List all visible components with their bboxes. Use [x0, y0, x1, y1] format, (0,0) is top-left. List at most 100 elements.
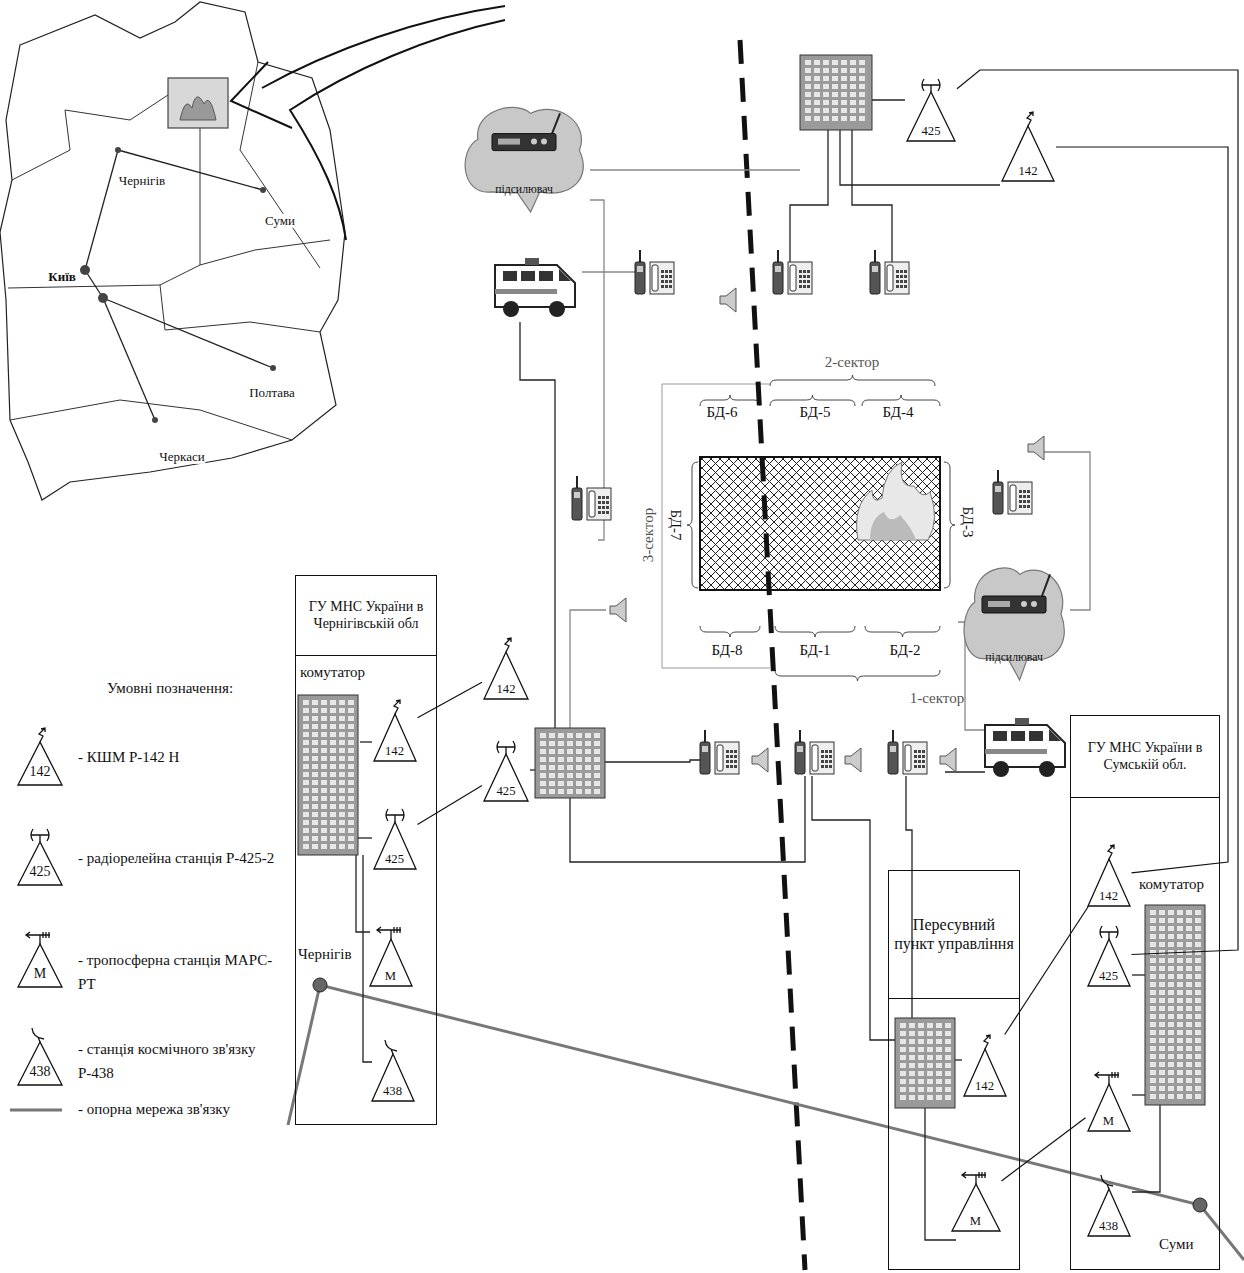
switchboard-key [1168, 990, 1174, 995]
switchboard-key [594, 781, 600, 786]
section-label: БД-1 [800, 642, 831, 659]
sector-bracket [775, 626, 855, 637]
switchboard-key [321, 780, 327, 785]
switchboard-key [945, 1031, 951, 1036]
switchboard-key [303, 788, 309, 793]
switchboard-key [1195, 1038, 1201, 1043]
site-fire-icon [180, 97, 216, 120]
switchboard-key [1159, 1030, 1165, 1035]
region-border [240, 150, 320, 268]
switchboard-key [927, 1031, 933, 1036]
switchboard-key [859, 60, 865, 65]
switchboard-key [832, 108, 838, 113]
switchboard-key [1195, 1062, 1201, 1067]
switchboard-key [330, 836, 336, 841]
vehicle-stripe [495, 289, 557, 294]
switchboard-key [1150, 998, 1156, 1003]
vehicle-stripe [985, 749, 1047, 754]
phone-key [900, 275, 903, 278]
switchboard-key [859, 100, 865, 105]
phone-key [1019, 500, 1022, 503]
phone-key [896, 270, 899, 273]
switchboard-key [936, 1047, 942, 1052]
switchboard-key [312, 764, 318, 769]
phone-handset [887, 265, 893, 291]
phone-key [829, 760, 832, 763]
switchboard-key [339, 804, 345, 809]
phone-key [726, 755, 729, 758]
wire-line [360, 741, 372, 742]
sector-label: 2-сектор [825, 354, 879, 371]
road-line [85, 150, 118, 270]
switchboard-key [594, 733, 600, 738]
antenna-symbol [1108, 845, 1114, 859]
field-telephone [903, 742, 927, 774]
switchboard-key [927, 1063, 933, 1068]
phone-key [807, 285, 810, 288]
switchboard-key [348, 844, 354, 849]
switchboard-key [321, 788, 327, 793]
switchboard-key [1177, 966, 1183, 971]
phone-key [734, 765, 737, 768]
phone-key [803, 275, 806, 278]
station-triangle [370, 939, 412, 986]
radio-body [635, 262, 645, 294]
switchboard-key [558, 749, 564, 754]
loudspeaker [845, 748, 861, 772]
switchboard-key [900, 1023, 906, 1028]
radio-body [700, 742, 710, 774]
legend-text: - станція космічного зв'язку Р-438 [78, 1041, 256, 1081]
section-label: БД-4 [883, 404, 914, 421]
station-triangle [1088, 859, 1130, 906]
switchboard-key [330, 796, 336, 801]
switchboard-key [1186, 1038, 1192, 1043]
switchboard-key [1177, 982, 1183, 987]
switchboard-key [841, 68, 847, 73]
pointer-arrow-head [231, 62, 292, 128]
switchboard-key [1168, 1006, 1174, 1011]
phone-handset [652, 265, 658, 291]
switchboard-key [312, 812, 318, 817]
phone-key [606, 501, 609, 504]
amplifier-knob [1031, 601, 1037, 607]
phone-key [803, 285, 806, 288]
fire-flame [870, 512, 916, 540]
handheld-radio [795, 730, 805, 774]
switchboard-key [1168, 1070, 1174, 1075]
switchboard-key [321, 716, 327, 721]
switchboard-key [918, 1063, 924, 1068]
switchboard-key [1159, 990, 1165, 995]
switchboard-key [576, 773, 582, 778]
switchboard-key [1168, 934, 1174, 939]
station-triangle [907, 92, 955, 141]
station-shape [370, 1040, 416, 1102]
vehicle-wheel [993, 761, 1009, 777]
station-shape [1086, 1070, 1132, 1132]
switchboard-key [549, 757, 555, 762]
switchboard-key [841, 92, 847, 97]
switchboard-key [832, 84, 838, 89]
switchboard-key [303, 740, 309, 745]
switchboard-key [918, 1087, 924, 1092]
switchboard-key [823, 92, 829, 97]
switchboard-key [1168, 942, 1174, 947]
phone-key [1027, 490, 1030, 493]
phone-key [1019, 490, 1022, 493]
loudspeaker [720, 288, 736, 312]
vehicle-light [525, 258, 539, 265]
switchboard-key [1168, 1038, 1174, 1043]
switchboard-key [1186, 1094, 1192, 1099]
switchboard-key [576, 749, 582, 754]
phone-key [1023, 490, 1026, 493]
antenna-symbol [394, 700, 400, 714]
control-center-box: 142425М438ГУ МНС України в Сумській обл.… [1070, 715, 1220, 1270]
radio-screen [890, 746, 896, 752]
city-label: Чернігів [118, 174, 166, 188]
field-telephone [788, 262, 812, 294]
map-outline [0, 2, 345, 500]
switchboard-key [348, 724, 354, 729]
switchboard-key [312, 780, 318, 785]
switchboard-key [1186, 966, 1192, 971]
phone-body [903, 742, 927, 774]
